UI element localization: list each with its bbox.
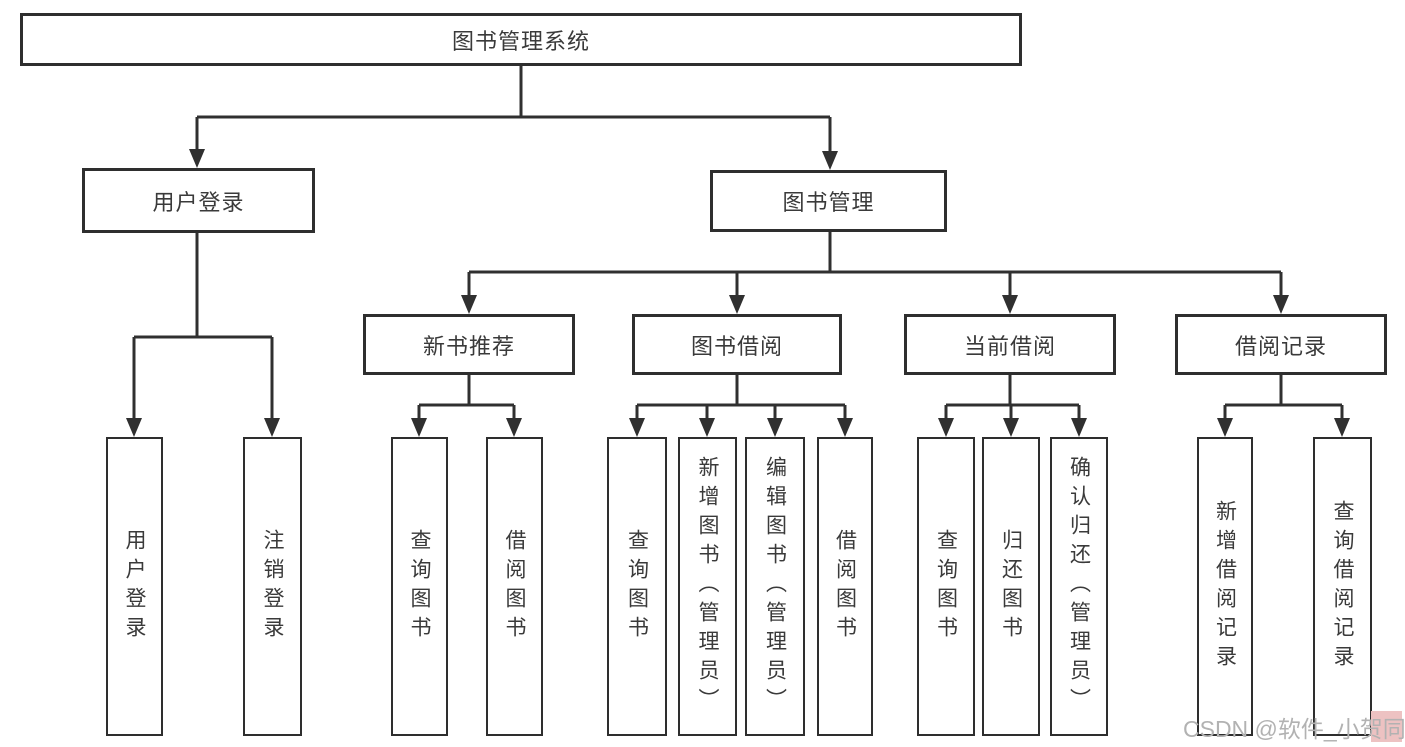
node-borrow-books-action-label: 借阅图书 [833, 528, 857, 645]
node-borrow-records-label: 借阅记录 [1234, 333, 1327, 359]
node-add-books-admin: 新增图书（管理员） [678, 437, 737, 736]
node-add-borrow-record-label: 新增借阅记录 [1213, 499, 1237, 674]
connector-current-borrow-children [938, 375, 1087, 437]
node-logout-action-label: 注销登录 [261, 528, 284, 645]
node-user-login: 用户登录 [82, 168, 315, 233]
connector-root-to-level2 [189, 66, 838, 170]
node-borrow-books-recommend: 借阅图书 [486, 437, 543, 736]
node-query-borrow-record-label: 查询借阅记录 [1331, 499, 1354, 674]
node-borrow-records: 借阅记录 [1175, 314, 1387, 375]
node-borrow-books-recommend-label: 借阅图书 [503, 528, 526, 645]
node-current-borrow: 当前借阅 [904, 314, 1116, 375]
node-confirm-return-admin-label: 确认归还（管理员） [1067, 456, 1091, 717]
node-query-books-current-label: 查询图书 [934, 528, 958, 645]
node-return-books-label: 归还图书 [999, 528, 1023, 645]
node-query-books-borrow: 查询图书 [607, 437, 667, 736]
connector-user-login-children [126, 233, 280, 437]
node-edit-books-admin: 编辑图书（管理员） [745, 437, 805, 736]
node-user-login-label: 用户登录 [152, 189, 245, 215]
node-new-book-recommend: 新书推荐 [363, 314, 575, 375]
node-query-books-current: 查询图书 [917, 437, 975, 736]
connector-new-book-children [411, 375, 522, 437]
node-book-borrow: 图书借阅 [632, 314, 842, 375]
node-logout-action: 注销登录 [243, 437, 302, 736]
connector-book-mgmt-to-level3 [461, 232, 1289, 314]
node-query-books-recommend: 查询图书 [391, 437, 448, 736]
node-current-borrow-label: 当前借阅 [963, 333, 1056, 359]
node-query-books-recommend-label: 查询图书 [408, 528, 431, 645]
node-root-system-label: 图书管理系统 [451, 28, 590, 54]
node-book-borrow-label: 图书借阅 [690, 333, 783, 359]
node-book-management: 图书管理 [710, 170, 947, 232]
node-root-system: 图书管理系统 [20, 13, 1022, 66]
node-user-login-action-label: 用户登录 [123, 528, 146, 645]
node-book-management-label: 图书管理 [782, 190, 875, 215]
node-user-login-action: 用户登录 [106, 437, 163, 736]
watermark-pink-patch [1371, 711, 1402, 742]
node-borrow-books-action: 借阅图书 [817, 437, 873, 736]
node-query-books-borrow-label: 查询图书 [625, 528, 649, 645]
connector-book-borrow-children [629, 375, 853, 437]
node-confirm-return-admin: 确认归还（管理员） [1050, 437, 1108, 736]
node-add-borrow-record: 新增借阅记录 [1197, 437, 1253, 736]
node-query-borrow-record: 查询借阅记录 [1313, 437, 1372, 736]
watermark-text: CSDN @软件_小贺同学 [1183, 716, 1405, 742]
node-return-books: 归还图书 [982, 437, 1040, 736]
connector-borrow-record-children [1217, 375, 1350, 437]
node-add-books-admin-label: 新增图书（管理员） [696, 456, 719, 717]
node-new-book-recommend-label: 新书推荐 [422, 333, 515, 359]
node-edit-books-admin-label: 编辑图书（管理员） [763, 456, 787, 717]
